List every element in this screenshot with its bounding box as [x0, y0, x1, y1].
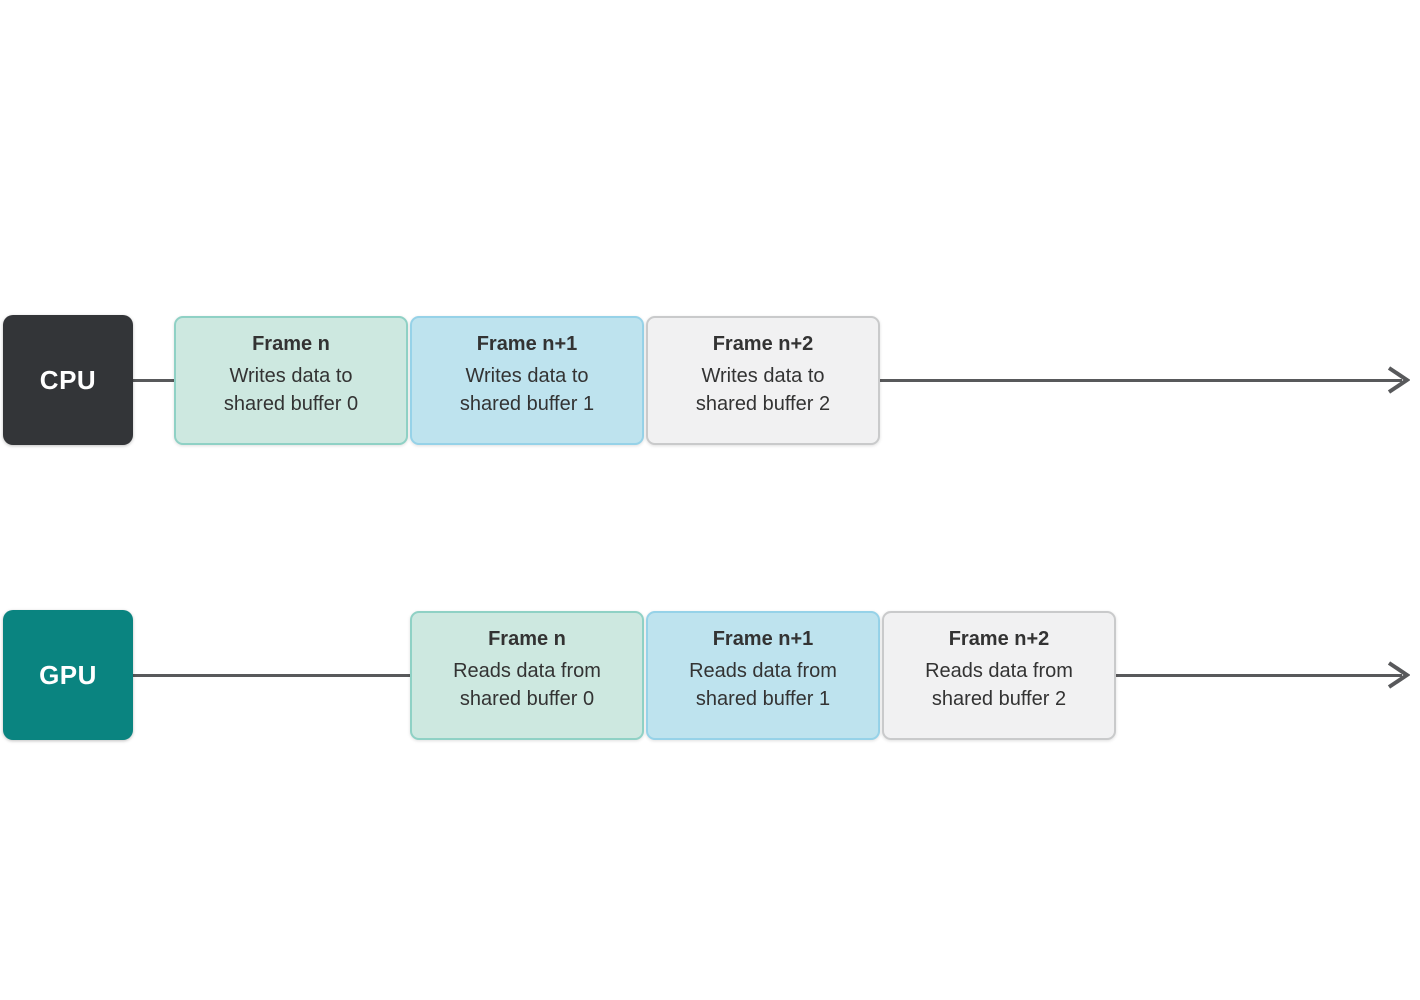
gpu-frame-n-box: Frame n Reads data from shared buffer 0: [410, 611, 644, 740]
frame-line: Writes data to: [701, 365, 825, 387]
cpu-frame-n2-box: Frame n+2 Writes data to shared buffer 2: [646, 316, 880, 445]
frame-title: Frame n+2: [712, 333, 814, 355]
frame-line: shared buffer 1: [459, 393, 595, 415]
cpu-frame-n-box: Frame n Writes data to shared buffer 0: [174, 316, 408, 445]
gpu-timeline-stub: [133, 674, 410, 677]
frame-body: Writes data to shared buffer 1: [412, 362, 642, 418]
frame-title: Frame n+1: [476, 333, 578, 355]
frame-title: Frame n: [488, 628, 566, 650]
frame-body: Reads data from shared buffer 0: [412, 657, 642, 713]
gpu-endpoint-box: GPU: [3, 610, 133, 740]
gpu-frame-n2-box: Frame n+2 Reads data from shared buffer …: [882, 611, 1116, 740]
gpu-timeline-tail: [1116, 674, 1402, 677]
frame-line: shared buffer 1: [695, 688, 831, 710]
frame-line: shared buffer 0: [223, 393, 359, 415]
frame-title: Frame n: [252, 333, 330, 355]
frame-body: Reads data from shared buffer 1: [648, 657, 878, 713]
frame-line: Reads data from: [925, 660, 1073, 682]
frame-line: shared buffer 2: [931, 688, 1067, 710]
frame-line: Reads data from: [689, 660, 837, 682]
cpu-frame-n1-box: Frame n+1 Writes data to shared buffer 1: [410, 316, 644, 445]
frame-body: Reads data from shared buffer 2: [884, 657, 1114, 713]
arrow-right-icon: [1387, 366, 1410, 394]
frame-line: Reads data from: [453, 660, 601, 682]
cpu-timeline-stub: [133, 379, 174, 382]
arrow-right-icon: [1387, 661, 1410, 689]
frame-line: Writes data to: [465, 365, 589, 387]
cpu-label: CPU: [39, 364, 97, 395]
cpu-endpoint-box: CPU: [3, 315, 133, 445]
gpu-label: GPU: [39, 659, 97, 690]
frame-line: shared buffer 2: [695, 393, 831, 415]
frame-line: shared buffer 0: [459, 688, 595, 710]
frame-body: Writes data to shared buffer 0: [176, 362, 406, 418]
frame-title: Frame n+1: [712, 628, 814, 650]
frame-title: Frame n+2: [948, 628, 1050, 650]
frame-body: Writes data to shared buffer 2: [648, 362, 878, 418]
cpu-timeline-tail: [880, 379, 1402, 382]
frame-line: Writes data to: [229, 365, 353, 387]
gpu-frame-n1-box: Frame n+1 Reads data from shared buffer …: [646, 611, 880, 740]
